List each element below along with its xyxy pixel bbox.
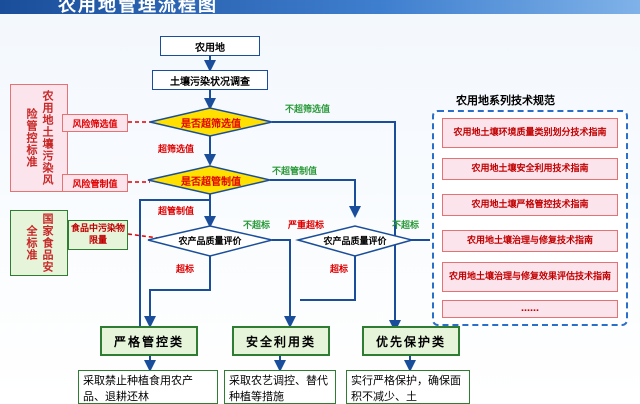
start-node: 农用地 (160, 36, 260, 56)
eval-diamond-right (295, 225, 415, 257)
decision-label-screen: 是否超筛选值 (181, 118, 241, 130)
title-banner: 农用地管理流程图 (0, 0, 640, 16)
food-standard-group: 国家食品安全标准 (10, 210, 68, 276)
risk-standard-group: 农用地土壤污染风险管控标准 (10, 84, 68, 192)
label-not-exceed-screen: 不超筛选值 (285, 105, 331, 115)
label-not-exceed-mid: 不超标 (243, 221, 271, 231)
label-exceed-left: 超标 (176, 265, 195, 275)
spec-item-remediation: 农用地土壤治理与修复技术指南 (442, 230, 618, 252)
survey-node: 土壤污染状况调查 (152, 70, 268, 90)
eval-diamond-left (147, 225, 273, 257)
risk-standard-title: 农用地土壤污染风险管控标准 (25, 90, 54, 186)
label-not-exceed-control: 不超管制值 (272, 167, 318, 177)
decision-diamond-screen (149, 107, 273, 137)
food-limit-value: 食品中污染物限量 (68, 220, 128, 250)
spec-item-more: …… (442, 300, 618, 318)
page-title: 农用地管理流程图 (58, 0, 218, 16)
spec-item-safe-use: 农用地土壤安全利用技术指南 (442, 158, 618, 180)
label-exceed-right: 超标 (330, 265, 349, 275)
label-exceed-screen: 超筛选值 (158, 145, 195, 155)
risk-screen-value: 风险筛选值 (62, 114, 128, 132)
description-strict: 采取禁止种植食用农产品、退耕还林 (78, 370, 218, 404)
label-exceed-control: 超管制值 (158, 207, 195, 217)
decision-label-control: 是否超管制值 (181, 176, 241, 188)
risk-control-value: 风险管制值 (62, 174, 128, 192)
eval-label-right: 农产品质量评价 (323, 236, 387, 247)
decision-diamond-control (147, 165, 271, 195)
eval-label-left: 农产品质量评价 (178, 236, 242, 247)
food-standard-title: 国家食品安全标准 (25, 213, 54, 273)
description-safe: 采取农艺调控、替代种植等措施 (224, 370, 336, 404)
description-priority: 实行严格保护，确保面积不减少、土 (346, 370, 470, 404)
label-not-exceed-right: 不超标 (392, 221, 420, 231)
category-safe: 安全利用类 (232, 326, 330, 356)
spec-panel-title: 农用地系列技术规范 (456, 94, 555, 107)
category-strict: 严格管控类 (100, 326, 198, 356)
spec-item-effect-evaluation: 农用地土壤治理与修复效果评估技术指南 (442, 262, 618, 292)
category-priority: 优先保护类 (362, 326, 460, 356)
spec-item-strict-control: 农用地土壤严格管控技术指南 (442, 194, 618, 216)
label-severe-exceed: 严重超标 (288, 221, 325, 231)
spec-item-classification: 农用地土壤环境质量类别划分技术指南 (442, 118, 618, 148)
